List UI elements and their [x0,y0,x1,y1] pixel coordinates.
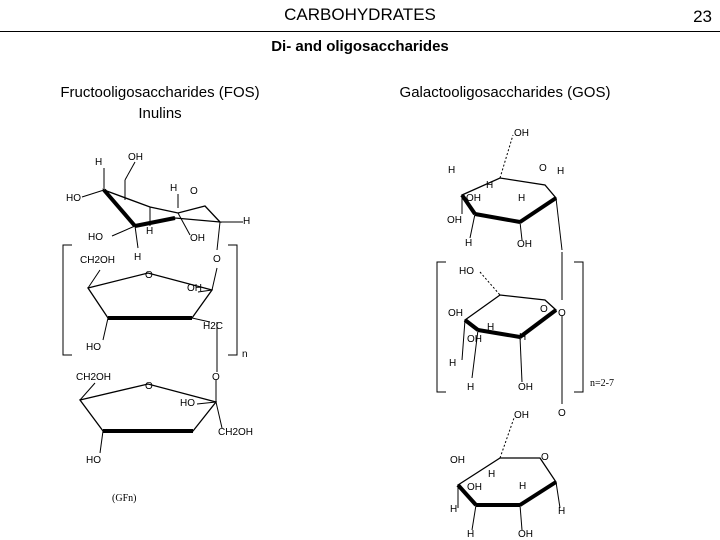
fos-label-o-link: O [213,254,221,265]
gos-label-oh-bot3: OH [518,529,533,540]
fos-label-h-right: H [243,216,250,227]
fos-label-ho-fur: HO [86,342,101,353]
gos-label-ho-mid: HO [459,266,474,277]
fos-structure: H OH H O HO H HO H OH H CH2OH O O OH H2C… [62,152,253,504]
gos-structure: OH H O H H OH H OH H OH HO O O OH H OH H… [436,128,614,540]
gos-label-o-mid: O [540,304,548,315]
fos-label-h2c: H2C [203,321,223,332]
fos-label-ch2oh-3: CH2OH [218,427,253,438]
fos-label-oh-top: OH [128,152,143,163]
page-title: CARBOHYDRATES [284,5,436,24]
fos-fructose-ring [86,272,214,319]
fos-label-h-ring: H [170,183,177,194]
gos-label-h-e: H [465,238,472,249]
fos-label-ho-left: HO [66,193,81,204]
fos-label-n: n [242,349,248,360]
gos-label-h-h: H [449,358,456,369]
fos-label-o-fur: O [145,270,153,281]
fos-terminal-fructose-ring [78,383,218,432]
gos-label-h-f: H [487,322,494,333]
gos-label-h-d: H [518,193,525,204]
fos-label-ch2oh-2: CH2OH [76,372,111,383]
fos-label-ch2oh-1: CH2OH [80,255,115,266]
gos-label-oh-c: OH [517,239,532,250]
fos-label-h-low: H [146,226,153,237]
gos-label-h-j: H [488,469,495,480]
gos-label-h-m: H [558,506,565,517]
gos-label-h-l: H [450,504,457,515]
section-subtitle: Di- and oligosaccharides [271,38,449,55]
gos-label-h-c: H [486,180,493,191]
gos-label-oh-bot-top: OH [514,410,529,421]
gos-label-h-b: H [557,166,564,177]
fos-label-o-fur2: O [145,381,153,392]
fos-label-oh-low: OH [190,233,205,244]
gos-title: Galactooligosaccharides (GOS) [399,84,611,101]
gos-label-h-k: H [519,481,526,492]
gos-label-n-range: n=2-7 [590,378,614,389]
fos-label-ho-low: HO [88,232,103,243]
page-number: 23 [693,7,712,26]
gos-label-oh-bot2: OH [467,482,482,493]
gos-label-h-a: H [448,165,455,176]
gos-label-h-g: H [519,332,526,343]
gos-label-h-i: H [467,382,474,393]
gos-label-oh-a: OH [466,193,481,204]
header-rule [0,31,720,32]
gos-label-oh-top: OH [514,128,529,139]
gos-label-oh-m2: OH [467,334,482,345]
gos-label-o-a: O [539,163,547,174]
fos-title: Fructooligosaccharides (FOS) [60,84,260,101]
fos-label-o-ring: O [190,186,198,197]
gos-label-o-bot-link: O [558,408,566,419]
fos-label-ho-fur2: HO [180,398,195,409]
gos-heading: Galactooligosaccharides (GOS) [355,82,655,103]
gos-label-oh-bot: OH [450,455,465,466]
gos-label-oh-b: OH [447,215,462,226]
gos-label-oh-mid: OH [448,308,463,319]
fos-label-o-link2: O [212,372,220,383]
fos-label-h-top: H [95,157,102,168]
gos-label-h-n: H [467,529,474,540]
fos-label-oh-fur: OH [187,283,202,294]
fos-subtitle: Inulins [138,105,182,122]
fos-heading: Fructooligosaccharides (FOS) Inulins [10,82,310,124]
gos-label-o-bot: O [541,452,549,463]
gos-label-o-link: O [558,308,566,319]
fos-label-gfn: (GFn) [112,493,136,504]
fos-label-h-below: H [134,252,141,263]
gos-label-oh-m3: OH [518,382,533,393]
fos-label-ho-fur2-low: HO [86,455,101,466]
